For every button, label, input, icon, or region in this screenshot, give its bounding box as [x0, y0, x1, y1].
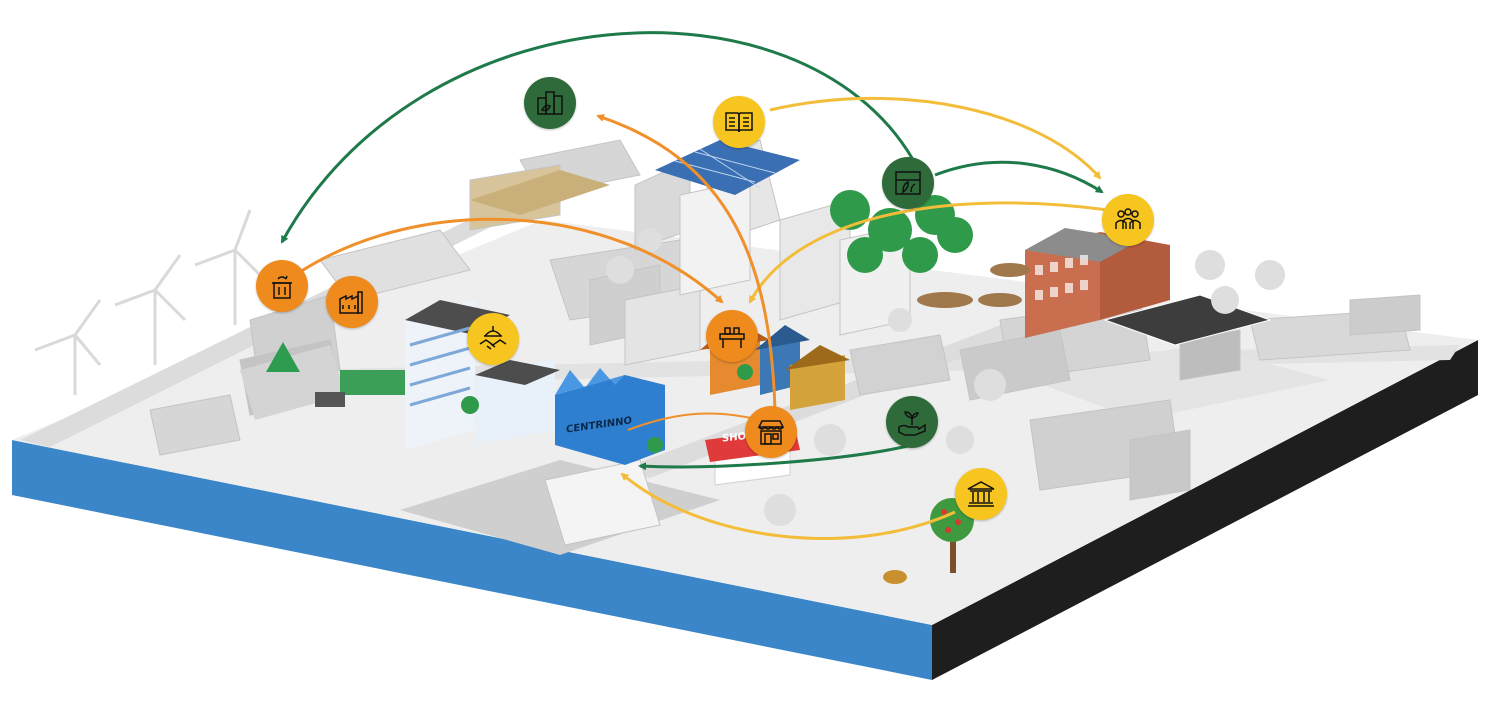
sprout-hand-icon [898, 411, 926, 436]
crop-field [470, 170, 610, 215]
handshake-icon [479, 326, 507, 350]
hub-government[interactable] [955, 468, 1007, 520]
hub-partnership[interactable] [467, 313, 519, 365]
government-building-icon [967, 481, 995, 507]
green-trees [461, 190, 973, 453]
community-people-icon [1115, 208, 1141, 229]
hub-community[interactable] [1102, 194, 1154, 246]
hub-sprout[interactable] [886, 396, 938, 448]
hub-recycling[interactable] [256, 260, 308, 312]
grey-trees [606, 228, 1285, 526]
platform-blue-side [12, 440, 932, 680]
arrow-greenhouse-to-community [934, 160, 1104, 194]
arrow-government-to-centrinno [620, 472, 956, 540]
hub-urban-farm[interactable] [524, 77, 576, 129]
arrow-centrinno-to-shop [627, 412, 761, 431]
recycling-sign [266, 342, 300, 372]
arrow-sprout-to-centrinno [638, 443, 913, 471]
shop-icon [757, 420, 785, 445]
wind-turbines [34, 209, 267, 395]
recycling-bin-icon [272, 275, 292, 299]
centrinno-building [555, 368, 665, 465]
urban-farm-icon [537, 91, 563, 115]
workbench-icon [719, 327, 745, 348]
arrow-recycling-to-workshop [299, 217, 724, 304]
hub-library[interactable] [713, 96, 765, 148]
factory-icon [339, 291, 363, 314]
arrow-library-to-community [769, 96, 1102, 180]
arrow-greenhouse-to-recycling [280, 31, 914, 244]
hub-greenhouse[interactable] [882, 157, 934, 209]
book-icon [725, 112, 753, 133]
hub-workshop[interactable] [706, 310, 758, 362]
arrow-community-to-workshop [748, 201, 1109, 304]
arrow-shop-to-urban-farm [596, 114, 777, 411]
hub-shop[interactable] [745, 406, 797, 458]
hub-industry[interactable] [326, 276, 378, 328]
school-building [1025, 228, 1170, 338]
greenhouse-icon [895, 171, 921, 195]
log-pile [917, 263, 1030, 308]
platform-black-side [932, 340, 1478, 680]
flow-arrows [280, 31, 1109, 540]
recycling-plant [240, 342, 410, 420]
